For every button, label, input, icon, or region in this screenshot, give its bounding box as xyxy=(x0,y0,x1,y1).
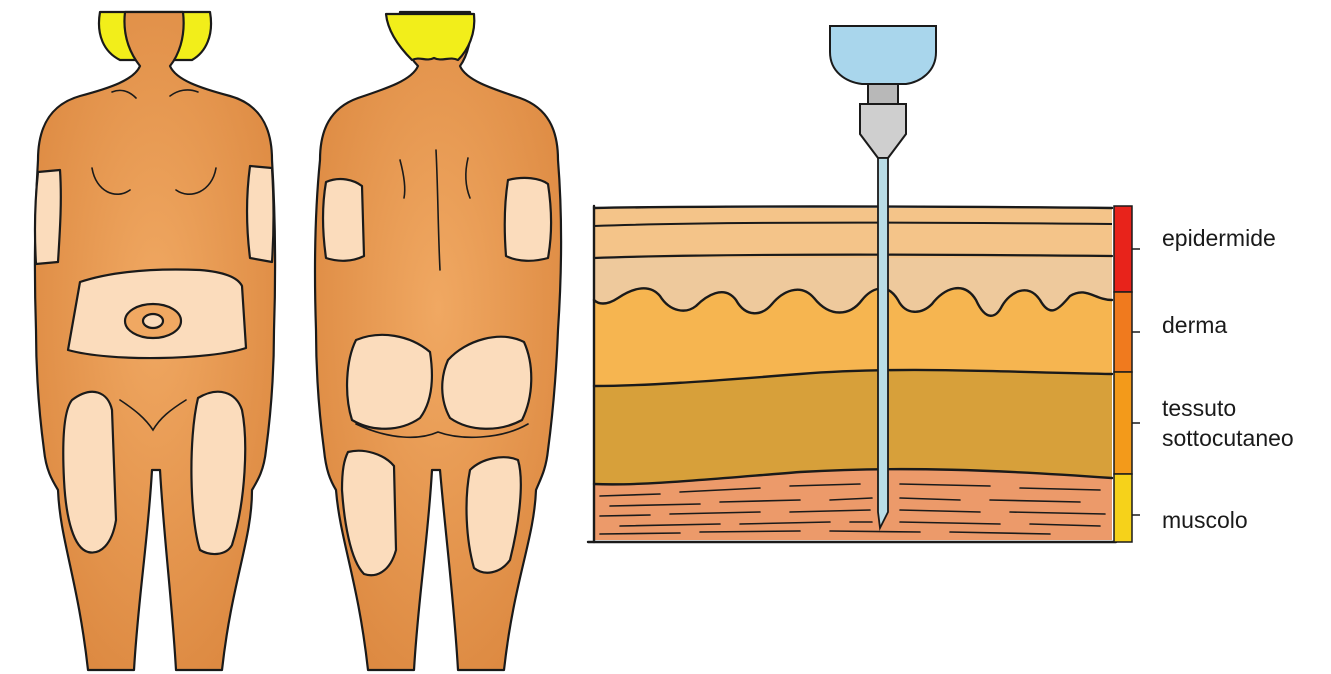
epidermis-layer xyxy=(594,208,1112,260)
front-right-thigh-zone xyxy=(191,392,245,554)
back-right-arm-zone xyxy=(505,178,551,261)
syringe-hub-top xyxy=(868,84,898,104)
back-left-buttock-zone xyxy=(347,335,432,429)
label-sottocutaneo: sottocutaneo xyxy=(1162,424,1294,452)
syringe-hub-cone xyxy=(860,104,906,158)
scale-derma xyxy=(1114,292,1132,372)
needle xyxy=(878,158,888,528)
label-muscolo: muscolo xyxy=(1162,506,1248,534)
front-right-arm-zone xyxy=(247,166,274,262)
back-left-arm-zone xyxy=(323,179,364,261)
front-left-thigh-zone xyxy=(63,392,116,553)
label-derma: derma xyxy=(1162,311,1227,339)
syringe-barrel xyxy=(830,26,936,84)
scale-epidermide xyxy=(1114,206,1132,292)
scale-tessuto-sottocutaneo xyxy=(1114,372,1132,474)
skin-cross-section xyxy=(588,26,1140,542)
back-hair xyxy=(386,14,474,60)
scale-ticks xyxy=(1132,249,1140,515)
front-left-arm-zone xyxy=(35,170,61,264)
skin-surface-line xyxy=(594,207,1112,209)
scale-muscolo xyxy=(1114,474,1132,542)
front-navel xyxy=(143,314,163,328)
label-tessuto: tessuto xyxy=(1162,394,1236,422)
back-body-figure xyxy=(315,12,561,670)
subcutis-layer xyxy=(594,370,1112,484)
front-body-figure xyxy=(35,12,275,670)
label-epidermide: epidermide xyxy=(1162,224,1276,252)
